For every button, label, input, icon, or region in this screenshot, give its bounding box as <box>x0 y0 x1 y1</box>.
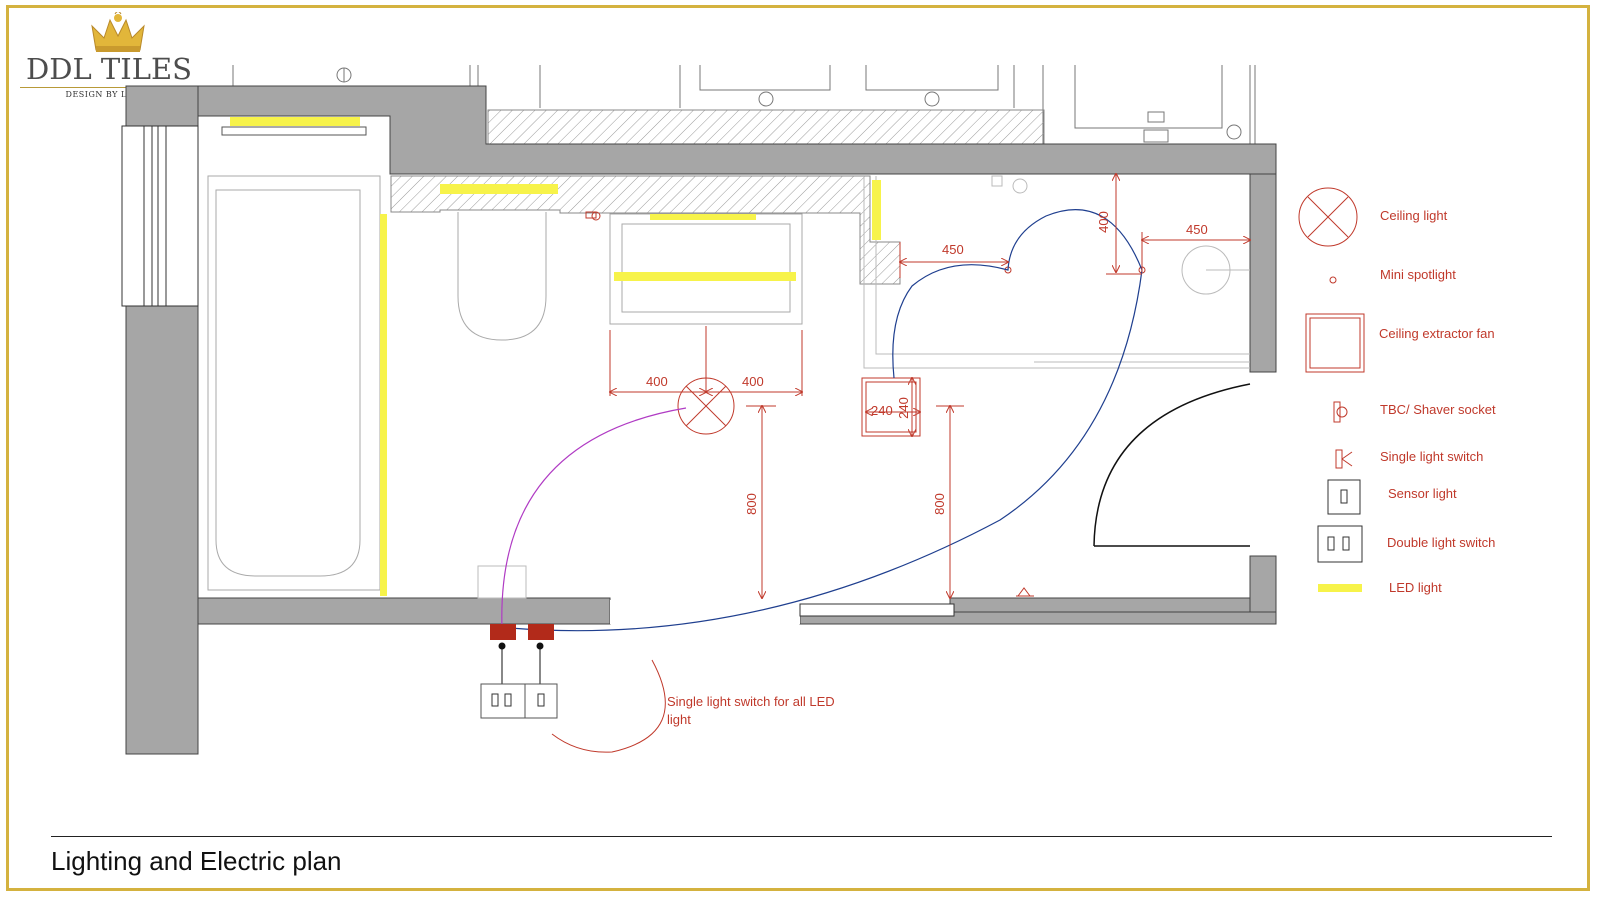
legend-mini-spotlight: Mini spotlight <box>1380 267 1456 282</box>
circuit-spotlights <box>509 209 1143 632</box>
wall-switches <box>480 624 558 719</box>
extractor-fan-icon <box>861 377 921 437</box>
radiator-outline <box>477 565 527 599</box>
dim-450-left: 450 <box>942 242 964 257</box>
bathtub <box>207 175 381 591</box>
dim-240-vertical: 240 <box>896 397 911 419</box>
spotlight-icon <box>1329 276 1337 284</box>
logo-name: DDL TILES <box>25 52 193 86</box>
page-frame <box>6 5 1590 891</box>
shaver-socket-icon <box>1333 401 1348 423</box>
dim-450-right: 450 <box>1186 222 1208 237</box>
legend-double-switch: Double light switch <box>1387 535 1496 550</box>
crown-icon <box>91 12 145 52</box>
shower-area <box>863 175 1250 369</box>
legend-sensor-light: Sensor light <box>1388 486 1457 501</box>
logo-divider <box>20 87 196 88</box>
single-switch-icon <box>1335 449 1353 469</box>
dimension-lines <box>610 174 1250 598</box>
shaver-socket-icon <box>585 211 601 221</box>
window <box>121 125 199 307</box>
dim-240-horizontal: 240 <box>871 403 893 418</box>
led-strip-icon <box>1318 584 1362 592</box>
toilet <box>457 212 547 341</box>
switch-note: Single light switch for all LED light <box>667 694 835 727</box>
dim-400-left: 400 <box>646 374 668 389</box>
legend-led-light: LED light <box>1389 580 1442 595</box>
hatched-worktop <box>487 109 1045 145</box>
logo-tagline: DESIGN BY LUSSO <box>65 90 153 99</box>
footer-divider <box>51 836 1552 837</box>
hatched-boxing <box>390 175 901 285</box>
bottom-fixture <box>1016 587 1034 597</box>
legend-switch-symbols <box>1317 479 1363 563</box>
page-title: Lighting and Electric plan <box>51 846 342 876</box>
vanity-unit <box>609 213 803 325</box>
walls <box>125 85 1277 755</box>
legend-shaver-socket: TBC/ Shaver socket <box>1380 402 1496 417</box>
company-logo: DDL TILES DESIGN BY LUSSO <box>14 12 204 102</box>
dim-400-vertical: 400 <box>1096 211 1111 233</box>
circuit-ceiling-light <box>501 407 687 629</box>
legend-single-switch: Single light switch <box>1380 449 1484 464</box>
dim-800-left: 800 <box>744 493 759 515</box>
extractor-fan-icon <box>1305 313 1365 373</box>
sensor-light-icon <box>1327 479 1361 515</box>
door-swing <box>1093 383 1251 547</box>
legend-symbols <box>1298 187 1365 469</box>
legend-ceiling-light: Ceiling light <box>1380 208 1448 223</box>
note-arc <box>551 659 666 753</box>
led-strips <box>230 117 881 596</box>
ceiling-light-icon <box>1298 187 1358 247</box>
sliding-door <box>610 600 955 624</box>
double-switch-icon <box>1317 525 1363 563</box>
shelf-top-left <box>221 126 367 136</box>
dim-800-right: 800 <box>932 493 947 515</box>
dim-400-right: 400 <box>742 374 764 389</box>
legend-extractor-fan: Ceiling extractor fan <box>1379 326 1495 341</box>
